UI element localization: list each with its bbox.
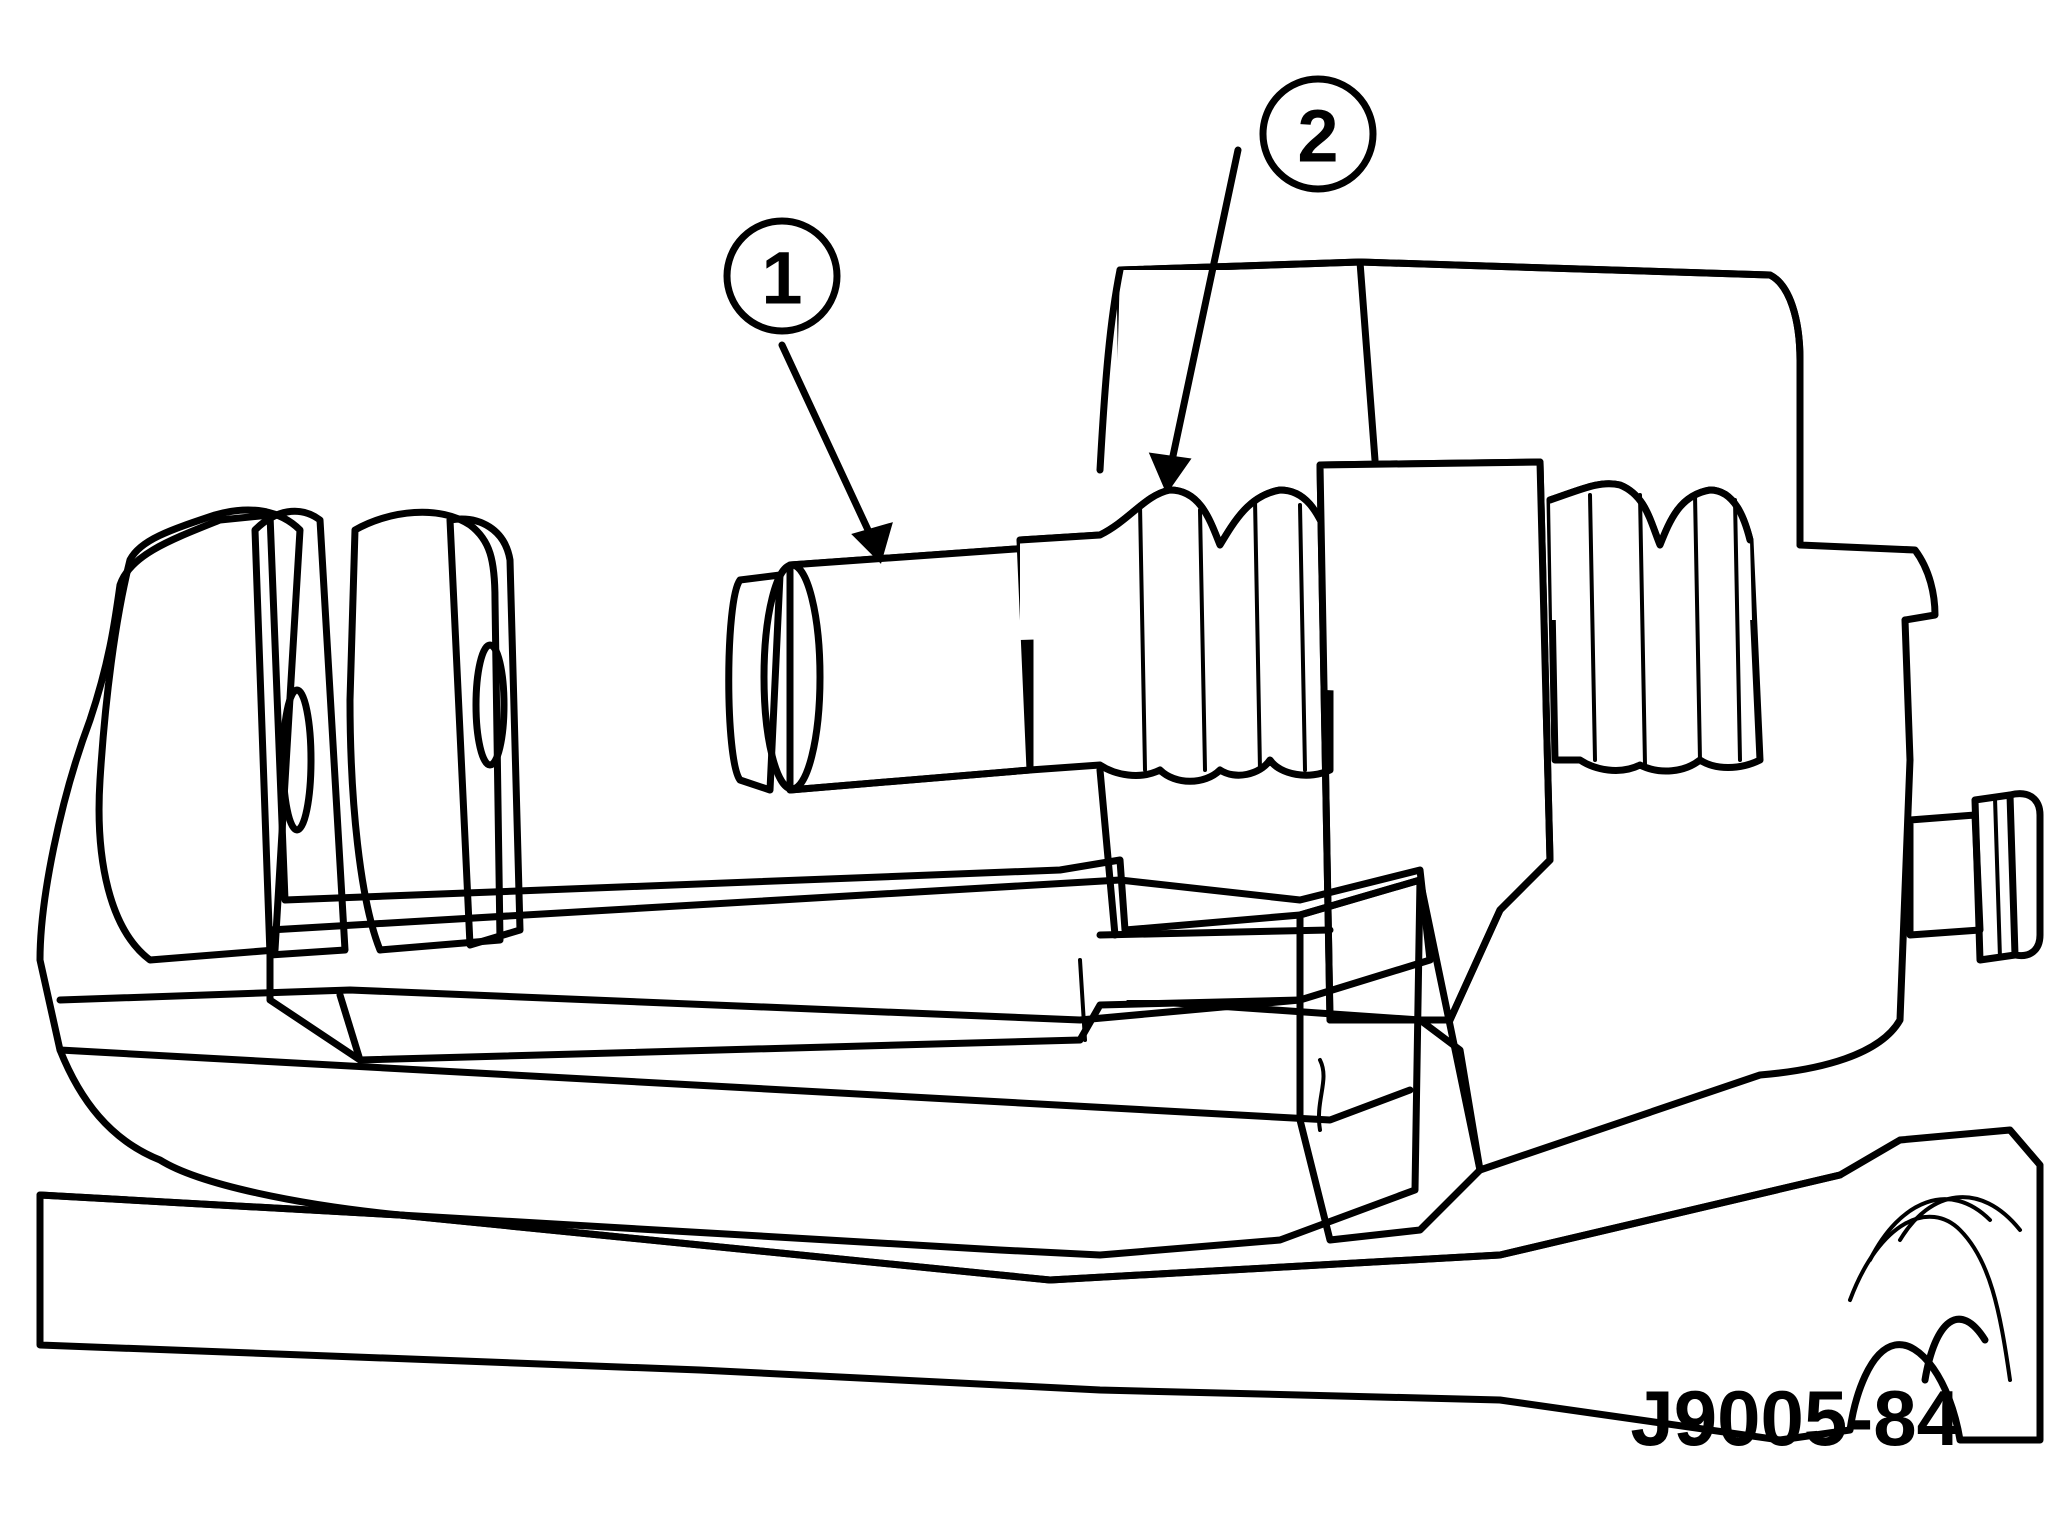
- callout-1-arrowhead: [851, 522, 893, 564]
- workbench: [36, 1126, 2044, 1444]
- callout-2-circle: [1259, 75, 1377, 193]
- callout-2: 2: [1148, 75, 1377, 495]
- caliper-frame: [36, 511, 1484, 1259]
- callout-1-circle: [723, 217, 841, 335]
- callout-1: 1: [723, 217, 893, 564]
- callout-2-label: 2: [1297, 95, 1338, 178]
- bleeder-fitting: [1906, 790, 2044, 964]
- piston-dust-boot: [1016, 486, 1334, 785]
- caliper-bridge: [1096, 458, 1554, 1024]
- callout-2-arrowhead: [1148, 452, 1192, 495]
- inner-boot: [1546, 480, 1764, 775]
- brake-pads: [95, 506, 524, 964]
- callout-2-leader: [1166, 146, 1242, 474]
- callout-1-label: 1: [761, 237, 802, 320]
- figure-code: J9005-84: [1630, 1374, 1960, 1462]
- callout-1-leader: [778, 341, 879, 549]
- piston: [725, 544, 1034, 794]
- caliper-housing: [1096, 258, 1939, 1174]
